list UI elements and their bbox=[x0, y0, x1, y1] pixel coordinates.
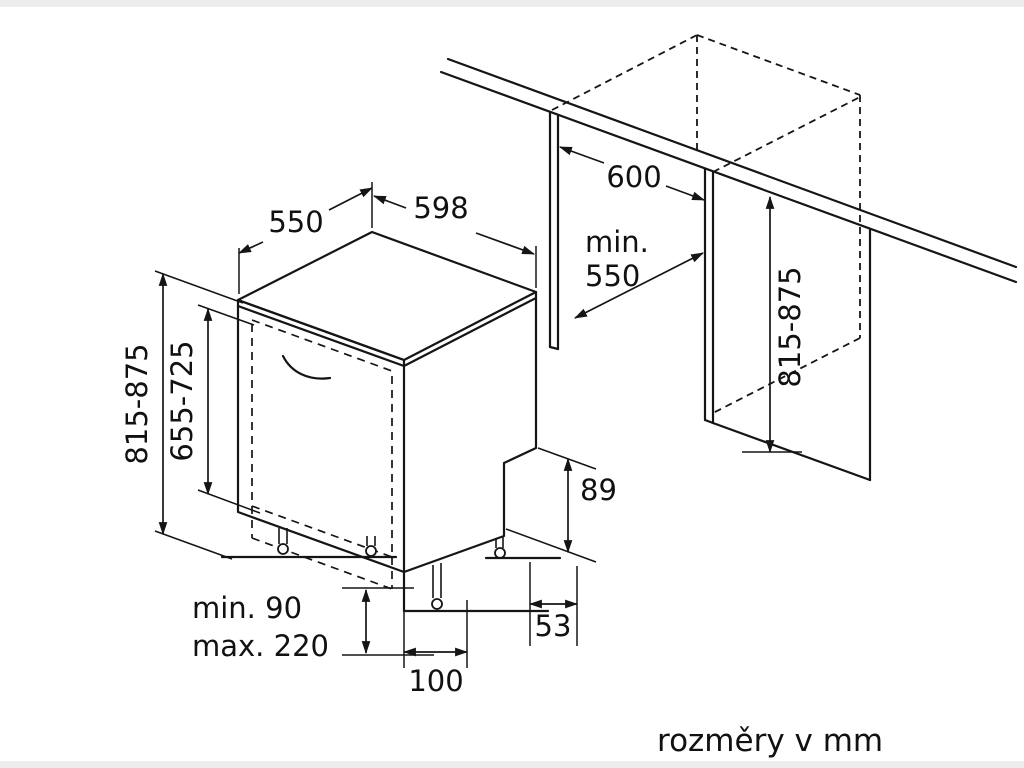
dimension-top-depth: 550 bbox=[238, 182, 373, 294]
dim-label-door-panel-height: 655-725 bbox=[165, 340, 199, 461]
foot-front-left bbox=[277, 543, 289, 555]
door-handle bbox=[281, 354, 332, 380]
bottom-margin-band bbox=[0, 761, 1024, 768]
dim-label-top-width-598: 598 bbox=[413, 191, 468, 225]
dim-label-niche-width-600: 600 bbox=[606, 160, 661, 194]
dim-label-top-depth-550: 550 bbox=[268, 205, 323, 239]
dim-label-appliance-height: 815-875 bbox=[120, 343, 154, 464]
foot-front-right bbox=[431, 598, 443, 610]
dimension-niche-depth: min. 550 bbox=[574, 225, 704, 319]
dimension-appliance-height: 815-875 bbox=[120, 270, 244, 560]
worktop-lines bbox=[439, 57, 1018, 284]
foot-rear-right bbox=[494, 547, 506, 559]
dimension-door-panel-height: 655-725 bbox=[165, 304, 261, 514]
dimension-plinth-height: min. 90 max. 220 bbox=[192, 587, 434, 663]
dim-label-plinth-min: min. 90 bbox=[192, 591, 302, 625]
dim-label-niche-depth-550: 550 bbox=[585, 259, 640, 293]
units-note: rozměry v mm bbox=[657, 723, 883, 759]
foot-rear-left bbox=[365, 545, 377, 557]
dim-label-niche-depth-min: min. bbox=[585, 225, 649, 259]
dim-label-plinth-max: max. 220 bbox=[192, 629, 329, 663]
niche-cabinet bbox=[548, 110, 872, 482]
top-margin-band bbox=[0, 0, 1024, 7]
dishwasher-door-panel-dashed bbox=[251, 318, 393, 590]
dimension-notch-depth: 53 bbox=[528, 562, 579, 646]
dim-label-niche-height: 815-875 bbox=[773, 266, 807, 387]
dim-label-notch-height-89: 89 bbox=[580, 473, 617, 507]
dim-label-front-100: 100 bbox=[408, 664, 463, 698]
appliance-feet bbox=[277, 528, 506, 610]
dishwasher-body bbox=[236, 230, 538, 613]
dim-label-notch-depth-53: 53 bbox=[535, 609, 572, 643]
dimension-top-width: 598 bbox=[372, 191, 537, 288]
dimension-niche-width: 600 bbox=[558, 146, 706, 201]
dimension-notch-height: 89 bbox=[505, 447, 617, 563]
dimension-front-clearance: 100 bbox=[402, 574, 469, 698]
floor-lines bbox=[220, 555, 562, 613]
dimension-niche-height: 815-875 bbox=[742, 195, 807, 454]
phantom-niche-box bbox=[551, 34, 861, 414]
